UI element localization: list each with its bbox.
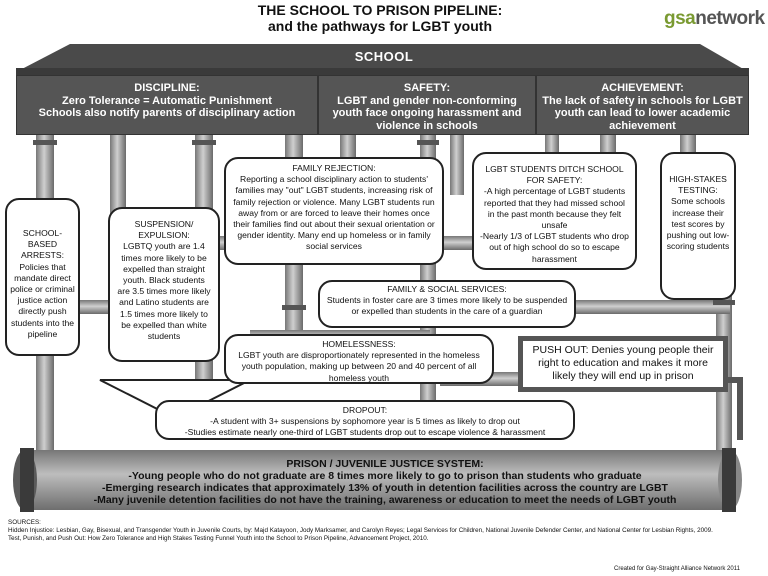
prison-pipe-text: PRISON / JUVENILE JUSTICE SYSTEM: -Young… — [60, 458, 710, 506]
logo-part-2: network — [695, 8, 764, 29]
high-stakes-testing-title: HIGH-STAKES TESTING: — [665, 174, 731, 196]
achievement-title: ACHIEVEMENT: — [537, 82, 748, 95]
push-out-title: PUSH OUT: — [533, 344, 589, 356]
logo-part-1: gsa — [664, 8, 695, 29]
family-rejection-title: FAMILY REJECTION: — [232, 163, 436, 174]
dropout-box: DROPOUT: -A student with 3+ suspensions … — [155, 400, 575, 440]
ditch-school-box: LGBT STUDENTS DITCH SCHOOL FOR SAFETY: -… — [472, 152, 637, 270]
family-social-services-box: FAMILY & SOCIAL SERVICES: Students in fo… — [318, 280, 576, 328]
homelessness-title: HOMELESSNESS: — [232, 339, 486, 350]
dropout-title: DROPOUT: — [161, 405, 569, 416]
prison-line-3: -Many juvenile detention facilities do n… — [60, 494, 710, 506]
source-1: Hidden Injustice: Lesbian, Gay, Bisexual… — [8, 527, 748, 535]
discipline-line-2: Schools also notify parents of disciplin… — [17, 107, 317, 120]
sources-heading: SOURCES: — [8, 519, 748, 527]
prison-title: PRISON / JUVENILE JUSTICE SYSTEM: — [60, 458, 710, 470]
homelessness-box: HOMELESSNESS: LGBT youth are disproporti… — [224, 334, 494, 384]
safety-line-2: youth face ongoing harassment and — [319, 107, 535, 120]
school-arrests-box: SCHOOL-BASED ARRESTS: Policies that mand… — [5, 198, 80, 356]
title-line-2: and the pathways for LGBT youth — [190, 18, 570, 34]
safety-line-3: violence in schools — [319, 120, 535, 133]
family-social-services-title: FAMILY & SOCIAL SERVICES: — [326, 284, 568, 295]
achievement-panel: ACHIEVEMENT: The lack of safety in schoo… — [536, 75, 749, 135]
sources: SOURCES: Hidden Injustice: Lesbian, Gay,… — [8, 519, 748, 544]
push-out-box: PUSH OUT: Denies young people their righ… — [518, 336, 728, 392]
discipline-panel: DISCIPLINE: Zero Tolerance = Automatic P… — [16, 75, 318, 135]
high-stakes-testing-box: HIGH-STAKES TESTING: Some schools increa… — [660, 152, 736, 300]
dropout-line-2: -Studies estimate nearly one-third of LG… — [161, 427, 569, 438]
prison-line-2: -Emerging research indicates that approx… — [60, 482, 710, 494]
family-rejection-body: Reporting a school disciplinary action t… — [233, 174, 435, 251]
suspension-box: SUSPENSION/ EXPULSION: LGBTQ youth are 1… — [108, 207, 220, 362]
school-arrests-title: SCHOOL-BASED ARRESTS: — [10, 228, 75, 262]
high-stakes-testing-body: Some schools increase their test scores … — [667, 196, 730, 251]
safety-panel: SAFETY: LGBT and gender non-conforming y… — [318, 75, 536, 135]
family-rejection-box: FAMILY REJECTION: Reporting a school dis… — [224, 157, 444, 265]
discipline-line-1: Zero Tolerance = Automatic Punishment — [17, 95, 317, 108]
ditch-school-body-1: -A high percentage of LGBT students repo… — [480, 186, 629, 231]
suspension-body: LGBTQ youth are 1.4 times more likely to… — [117, 241, 210, 341]
ditch-school-body-2: -Nearly 1/3 of LGBT students who drop ou… — [480, 231, 629, 265]
credit-line: Created for Gay-Straight Alliance Networ… — [614, 566, 740, 572]
school-roof-label: SCHOOL — [0, 49, 768, 64]
title-line-1: THE SCHOOL TO PRISON PIPELINE: — [190, 2, 570, 18]
achievement-line-2: youth can lead to lower academic — [537, 107, 748, 120]
page-title: THE SCHOOL TO PRISON PIPELINE: and the p… — [190, 2, 570, 34]
dropout-line-1: -A student with 3+ suspensions by sophom… — [161, 416, 569, 427]
gsa-network-logo: gsanetwork — [664, 8, 765, 30]
achievement-line-1: The lack of safety in schools for LGBT — [537, 95, 748, 108]
family-social-services-body: Students in foster care are 3 times more… — [327, 295, 567, 316]
achievement-line-3: achievement — [537, 120, 748, 133]
ditch-school-title: LGBT STUDENTS DITCH SCHOOL FOR SAFETY: — [480, 164, 629, 186]
prison-line-1: -Young people who do not graduate are 8 … — [60, 470, 710, 482]
safety-title: SAFETY: — [319, 82, 535, 95]
homelessness-body: LGBT youth are disproportionately repres… — [238, 350, 480, 382]
suspension-title: SUSPENSION/ EXPULSION: — [116, 219, 212, 241]
source-2: Test, Punish, and Push Out: How Zero Tol… — [8, 535, 748, 543]
safety-line-1: LGBT and gender non-conforming — [319, 95, 535, 108]
discipline-title: DISCIPLINE: — [17, 82, 317, 95]
school-arrests-body: Policies that mandate direct police or c… — [10, 262, 74, 339]
